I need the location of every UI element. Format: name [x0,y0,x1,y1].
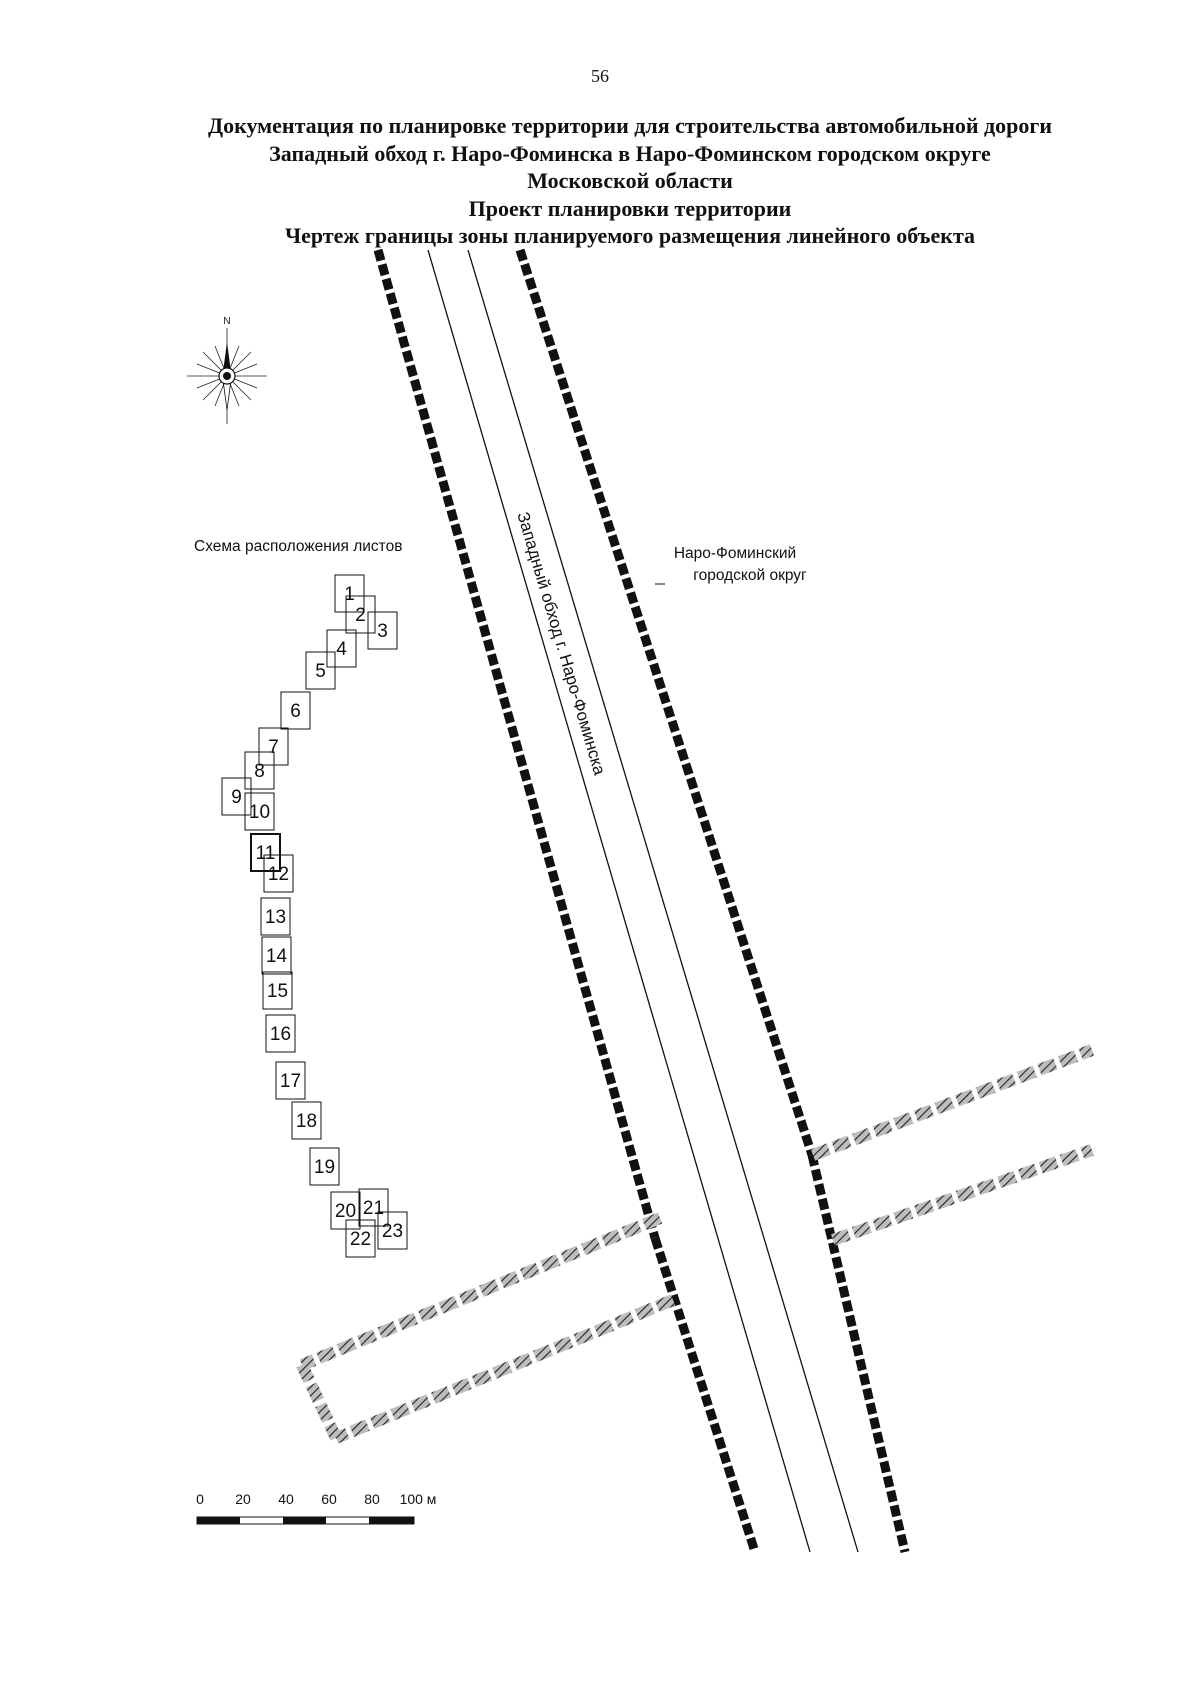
sheet-number-23: 23 [382,1221,403,1242]
sheet-number-12: 12 [268,864,289,885]
sheet-box-13 [260,897,291,936]
sheet-box-14 [261,936,292,975]
title-line-3: Московской области [527,168,733,193]
sheet-box-4 [326,629,357,668]
sheet-number-7: 7 [268,737,279,758]
sheet-number-3: 3 [377,621,388,642]
sheet-box-19 [309,1147,340,1186]
page-number: 56 [591,66,609,86]
sheet-box-9 [221,777,252,816]
zone-boundary [373,248,910,1554]
scale-labels: 0 20 40 60 80 100 м [196,1491,436,1507]
sheet-number-14: 14 [266,946,288,967]
scale-label-1: 20 [235,1491,251,1507]
sheet-number-13: 13 [265,907,286,928]
district-label-line-2: городской округ [693,567,807,584]
sheet-box-11 [250,833,281,872]
sheet-box-3 [367,611,398,650]
sheet-number-8: 8 [254,761,265,782]
sheet-number-5: 5 [315,661,326,682]
sheet-box-23 [377,1211,408,1250]
sheet-box-18 [291,1101,322,1140]
sheet-box-12 [263,854,294,893]
scale-label-5: 100 м [400,1491,437,1507]
road-lines [427,249,859,1553]
scale-label-0: 0 [196,1491,204,1507]
sheet-box-15 [262,971,293,1010]
hatched-zones [296,1044,1095,1444]
sheet-box-21 [358,1188,389,1227]
sheet-number-21: 21 [363,1198,384,1219]
sheet-box-1 [334,574,365,613]
sheet-box-5 [305,651,336,690]
sheet-box-8 [244,751,275,790]
compass-north-label: N [223,316,230,327]
document-title: Документация по планировке территории дл… [130,112,1130,250]
sheet-box-2 [345,595,376,634]
title-line-1: Документация по планировке территории дл… [207,113,1053,138]
sheet-number-17: 17 [280,1071,301,1092]
title-line-2: Западный обход г. Наро-Фоминска в Наро-Ф… [269,140,991,166]
sheet-box-6 [280,691,311,730]
sheet-number-22: 22 [350,1229,371,1250]
sheet-number-16: 16 [270,1024,291,1045]
road-label: Западный обход г. Наро-Фоминска [513,510,609,778]
scale-label-3: 60 [321,1491,337,1507]
title-line-4: Проект планировки территории [468,195,792,221]
scale-bar: 0 20 40 60 80 100 м [196,1491,436,1525]
sheet-box-16 [265,1014,296,1053]
sheet-number-2: 2 [355,605,366,626]
sheet-box-17 [275,1061,306,1100]
scale-label-4: 80 [364,1491,380,1507]
sheet-number-11: 11 [256,843,276,864]
title-line-5: Чертеж границы зоны планируемого размеще… [284,223,976,248]
compass-rose-icon: N [187,316,267,424]
sheet-number-19: 19 [314,1157,335,1178]
sheet-number-18: 18 [296,1111,317,1132]
sheet-number-6: 6 [290,701,301,722]
sheet-number-4: 4 [336,639,347,660]
district-label-line-1: Наро-Фоминский [674,545,796,562]
scale-label-2: 40 [278,1491,294,1507]
sheet-number-20: 20 [335,1201,356,1222]
sheet-number-15: 15 [267,981,288,1002]
sheet-box-10 [244,792,275,831]
sheet-number-9: 9 [231,787,242,808]
sheet-number-10: 10 [249,802,270,823]
sheet-box-22 [345,1219,376,1258]
sheet-layout-title: Схема расположения листов [194,538,402,555]
sheet-layout-scheme: Схема расположения листов 12345678910111… [194,538,408,1258]
sheet-number-1: 1 [344,584,355,605]
